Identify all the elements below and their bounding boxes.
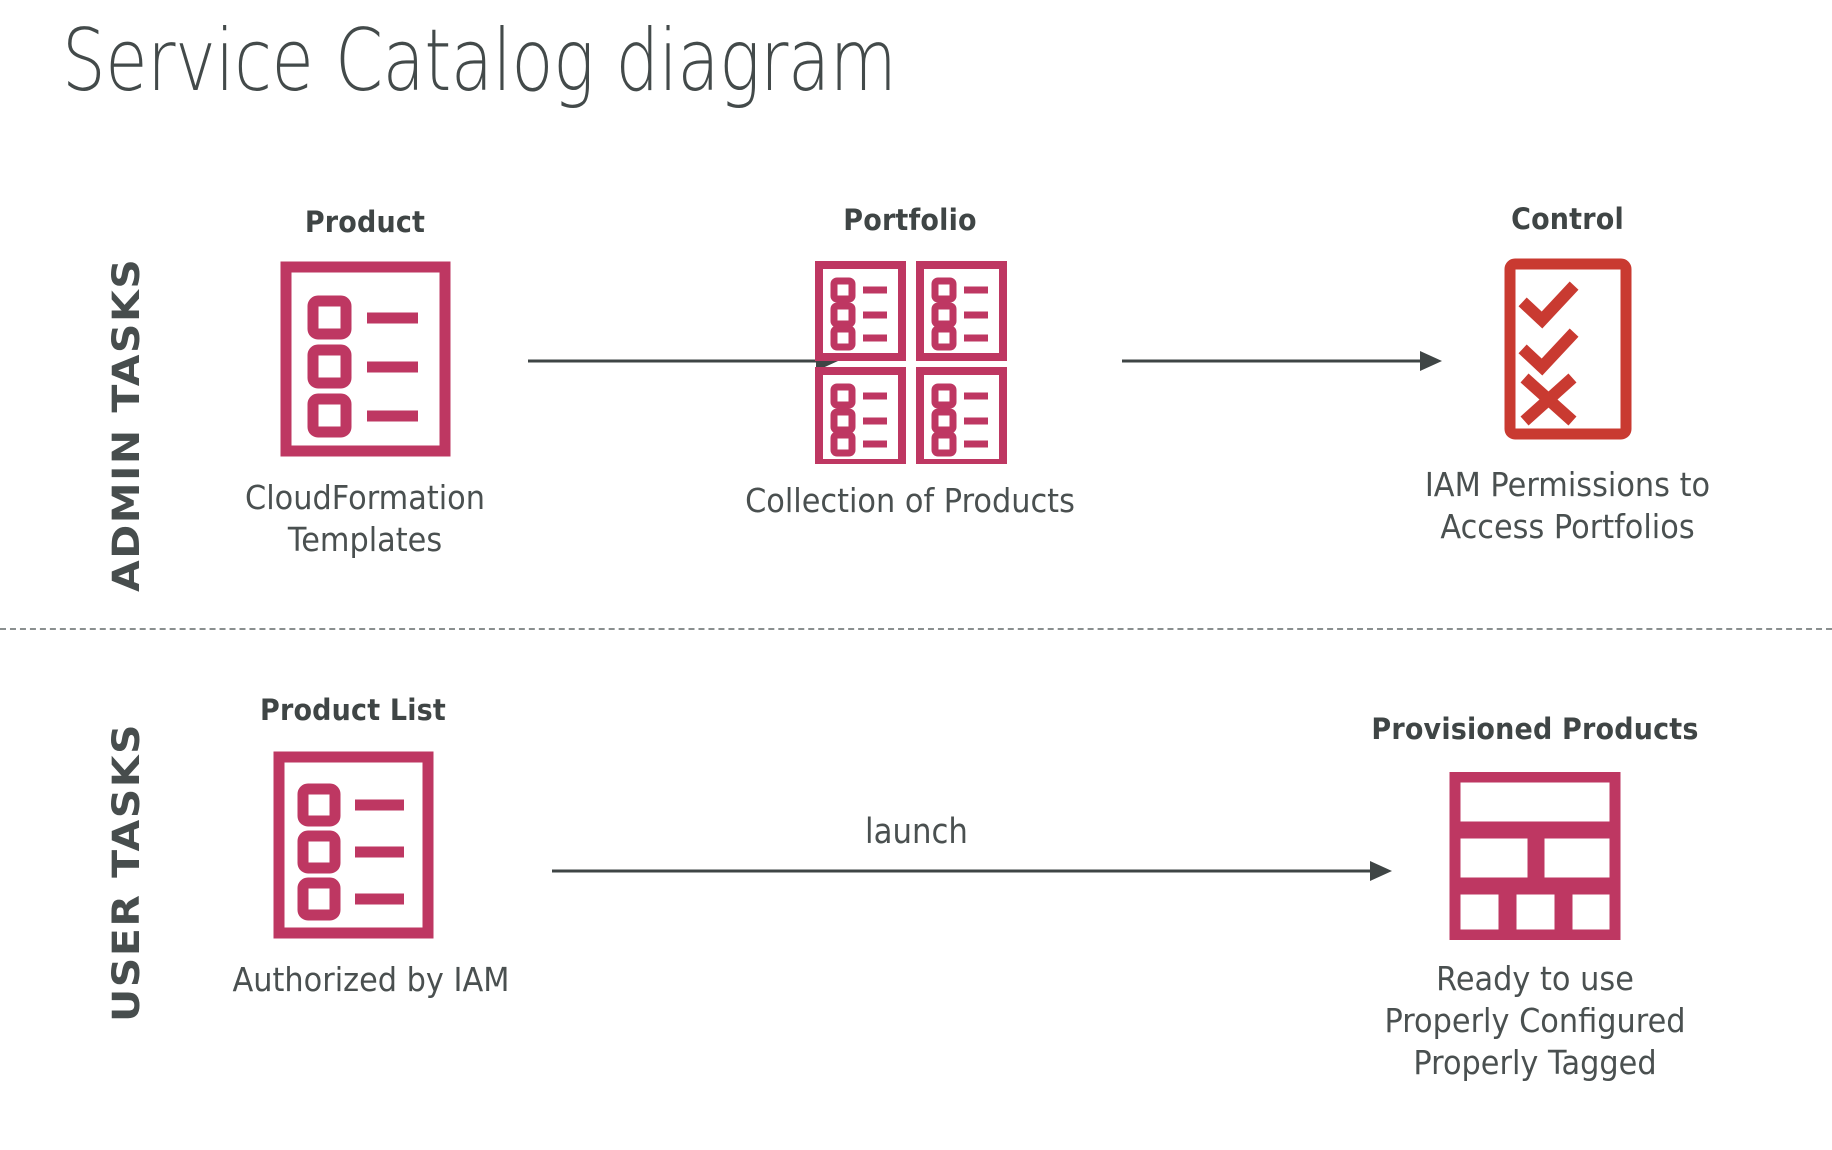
node-provisioned-caption-2: Properly Configured: [1384, 1001, 1686, 1041]
node-provisioned-products: Provisioned Products Ready to use Proper…: [1340, 712, 1730, 1085]
node-portfolio: Portfolio: [700, 203, 1120, 522]
node-provisioned-caption-1: Ready to use: [1436, 959, 1634, 998]
product-list-icon: [222, 749, 484, 941]
arrow-portfolio-to-control: [1122, 348, 1442, 378]
band-label-user-tasks: USER TASKS: [104, 722, 149, 1022]
node-product-title: Product: [304, 205, 426, 239]
node-control-title: Control: [1511, 202, 1624, 236]
page-title: Service Catalog diagram: [62, 11, 897, 111]
product-list-icon: [230, 259, 500, 459]
edge-label-launch: launch: [865, 812, 968, 852]
node-product-list-title: Product List: [260, 693, 446, 727]
node-product-caption-2: Templates: [287, 520, 443, 560]
node-provisioned-products-title: Provisioned Products: [1371, 712, 1699, 746]
node-portfolio-title: Portfolio: [843, 203, 977, 237]
node-control-caption-1: IAM Permissions to: [1424, 465, 1711, 504]
node-product-caption-1: CloudFormation: [245, 478, 485, 517]
node-portfolio-caption-1: Collection of Products: [745, 481, 1075, 520]
provisioned-blocks-icon: [1340, 772, 1730, 940]
node-control-caption-2: Access Portfolios: [1440, 507, 1695, 547]
node-product: Product CloudFormation Templates: [230, 205, 500, 561]
node-product-list: Product List Authorized by IAM: [222, 693, 510, 1001]
node-control: Control IAM Permissions to Access Portfo…: [1395, 202, 1740, 548]
checklist-control-icon: [1395, 258, 1740, 440]
band-divider: [0, 628, 1832, 630]
band-label-admin-tasks: ADMIN TASKS: [104, 257, 149, 592]
arrow-productlist-to-provisioned: [552, 858, 1392, 888]
portfolio-grid-icon: [700, 259, 1120, 464]
node-provisioned-caption-3: Properly Tagged: [1413, 1043, 1657, 1083]
node-product-list-caption-1: Authorized by IAM: [232, 960, 510, 999]
